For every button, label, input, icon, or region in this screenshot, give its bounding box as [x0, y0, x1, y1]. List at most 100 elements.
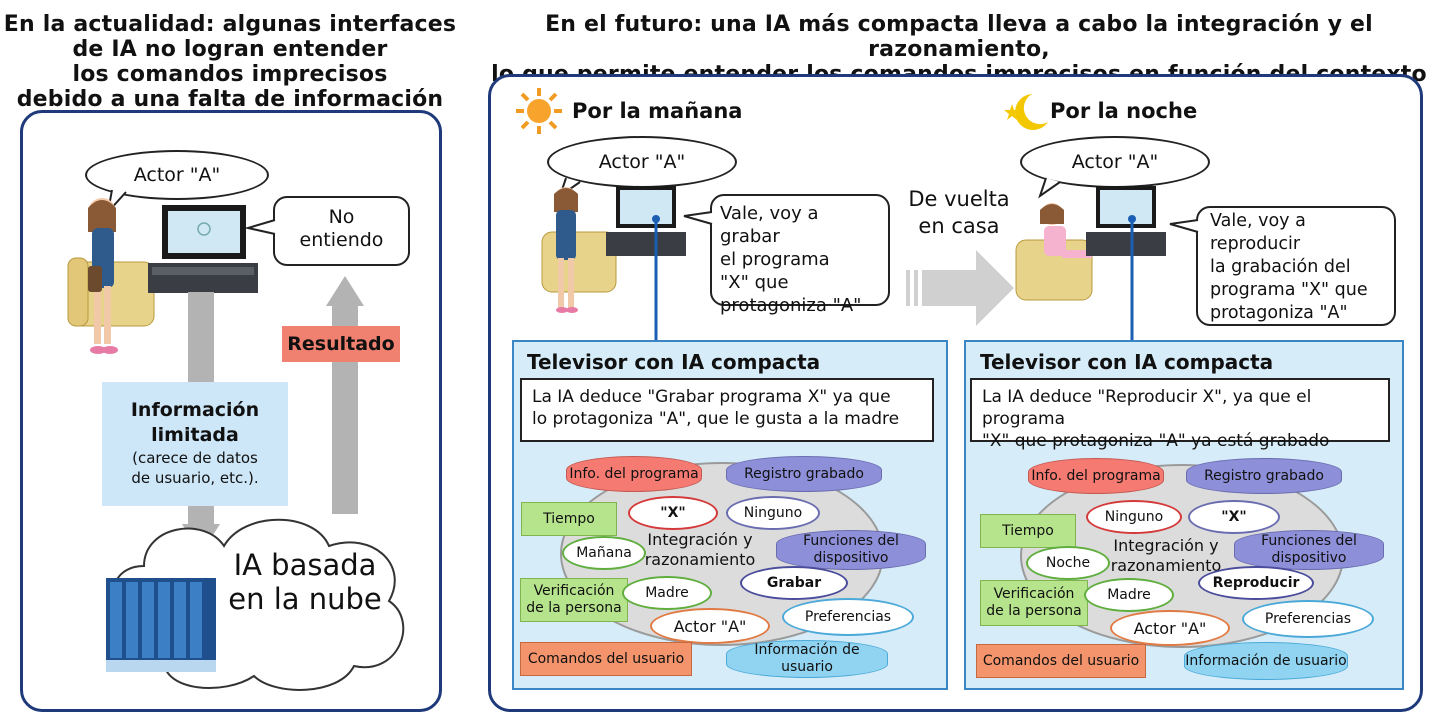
right-heading-line: En el futuro: una IA más compacta lleva … — [545, 12, 1373, 62]
reply-line: protagoniza "A" — [1210, 303, 1348, 323]
info-sub-line: (carece de datos — [132, 449, 258, 467]
action-pill: Reproducir — [1198, 566, 1314, 600]
result-label: Resultado — [282, 326, 400, 362]
speech-bubble-tail — [1038, 177, 1061, 199]
device-functions-tag: Funciones del dispositivo — [1234, 530, 1384, 570]
user-commands-tag: Comandos del usuario — [520, 642, 692, 676]
device-line: dispositivo — [813, 550, 889, 566]
person-text: Madre — [1107, 587, 1151, 603]
tv-reply-line: No — [328, 206, 355, 228]
morning-label: Por la mañana — [572, 99, 743, 123]
reply-line: programa "X" que — [1210, 280, 1368, 300]
actor-text: Actor "A" — [1133, 618, 1207, 638]
deduce-line: La IA deduce "Reproducir X", ya que el p… — [982, 387, 1312, 429]
device-functions-tag: Funciones del dispositivo — [776, 530, 926, 570]
verification-tag: Verificación de la persona — [520, 578, 628, 622]
device-line: dispositivo — [1271, 550, 1347, 566]
user-commands-text: Comandos del usuario — [527, 650, 685, 667]
server-icon — [106, 578, 216, 672]
x-value-pill: "X" — [1188, 500, 1280, 534]
verification-line: Verificación — [533, 583, 615, 599]
action-pill: Grabar — [740, 566, 848, 600]
verification-tag: Verificación de la persona — [980, 580, 1088, 626]
recorded-text: Registro grabado — [744, 465, 864, 482]
time-text: Tiempo — [1002, 522, 1054, 539]
none-value-pill: Ninguno — [1086, 500, 1182, 534]
night-deduce-box: La IA deduce "Reproducir X", ya que el p… — [970, 378, 1390, 451]
reply-line: Vale, voy a grabar — [720, 203, 819, 247]
x-value-text: "X" — [1221, 509, 1247, 525]
user-info-text: Información de usuario — [1185, 652, 1347, 669]
time-value-text: Mañana — [576, 545, 632, 561]
tv-icon — [606, 186, 686, 256]
sun-icon — [516, 88, 562, 134]
program-info-tag: Info. del programa — [566, 456, 702, 492]
cloud-ai-text: IA basada en la nube — [210, 548, 400, 616]
connector-line — [1128, 215, 1136, 340]
integration-line: Integración y — [1113, 536, 1219, 555]
left-heading-line: de IA no logran entender — [72, 37, 388, 62]
actor-pill: Actor "A" — [1110, 610, 1230, 646]
left-heading-line: los comandos imprecisos — [72, 62, 388, 87]
reply-line: reproducir — [1210, 234, 1301, 254]
recorded-tag: Registro grabado — [1186, 458, 1342, 494]
woman-sitting-icon — [1015, 203, 1093, 301]
time-text: Tiempo — [543, 510, 595, 527]
night-speech-text: Actor "A" — [1071, 151, 1159, 173]
preferences-pill: Preferencias — [782, 598, 914, 636]
user-info-tag: Información de usuario — [726, 640, 888, 678]
deduce-line: lo protagoniza "A", que le gusta a la ma… — [532, 409, 900, 429]
reply-line: protagoniza "A" — [720, 295, 862, 316]
tv-icon — [148, 205, 258, 293]
cloud-text-line: en la nube — [228, 582, 382, 616]
integration-line: razonamiento — [644, 550, 756, 569]
limited-info-box: Información limitada (carece de datos de… — [102, 382, 288, 506]
morning-deduce-box: La IA deduce "Grabar programa X" ya que … — [520, 378, 934, 442]
cloud-text-line: IA basada — [233, 548, 377, 582]
tv-icon — [1086, 186, 1166, 256]
device-line: Funciones del — [1261, 533, 1357, 549]
woman-standing-icon — [541, 187, 617, 313]
verification-line: de la persona — [986, 603, 1082, 619]
integration-text: Integración y razonamiento — [1106, 536, 1226, 576]
actor-pill: Actor "A" — [650, 608, 770, 644]
user-info-tag: Información de usuario — [1184, 642, 1348, 680]
program-info-text: Info. del programa — [569, 465, 699, 482]
x-value-pill: "X" — [628, 496, 718, 530]
user-commands-text: Comandos del usuario — [982, 652, 1140, 669]
info-title-line: Información — [130, 399, 260, 421]
info-sub-line: de usuario, etc.). — [131, 469, 259, 487]
deduce-line: "X" que protagoniza "A" ya está grabado — [982, 431, 1330, 451]
none-value-text: Ninguno — [1104, 509, 1164, 525]
morning-speech-text: Actor "A" — [598, 151, 686, 173]
tv-reply-callout: No entiendo — [273, 196, 410, 266]
device-functions-text: Funciones del dispositivo — [1261, 533, 1357, 567]
recorded-tag: Registro grabado — [726, 456, 882, 492]
night-label: Por la noche — [1050, 99, 1198, 123]
reply-line: Vale, voy a — [1210, 211, 1306, 231]
recorded-text: Registro grabado — [1204, 467, 1324, 484]
program-info-tag: Info. del programa — [1028, 458, 1164, 494]
reply-line: la grabación del — [1210, 257, 1351, 277]
preferences-text: Preferencias — [1264, 611, 1352, 627]
preferences-pill: Preferencias — [1242, 600, 1374, 638]
reply-line: "X" que — [720, 272, 789, 293]
back-home-text: De vuelta en casa — [894, 186, 1024, 240]
night-speech-bubble: Actor "A" — [1020, 136, 1210, 188]
preferences-text: Preferencias — [804, 609, 892, 625]
deduce-line: La IA deduce "Grabar programa X" ya que — [532, 387, 891, 407]
integration-line: razonamiento — [1110, 556, 1222, 575]
program-info-text: Info. del programa — [1031, 467, 1161, 484]
left-heading-line: En la actualidad: algunas interfaces — [3, 12, 457, 37]
integration-text: Integración y razonamiento — [640, 530, 760, 570]
action-text: Reproducir — [1212, 575, 1300, 591]
callout-tail — [683, 211, 713, 225]
device-line: Funciones del — [803, 533, 899, 549]
callout-tail — [244, 219, 276, 235]
right-arrow-icon — [906, 250, 1014, 326]
x-value-text: "X" — [660, 505, 686, 521]
time-value-pill: Mañana — [562, 536, 646, 570]
info-title-line: limitada — [151, 424, 239, 446]
none-value-pill: Ninguno — [726, 496, 820, 530]
verification-line: Verificación — [993, 586, 1075, 602]
